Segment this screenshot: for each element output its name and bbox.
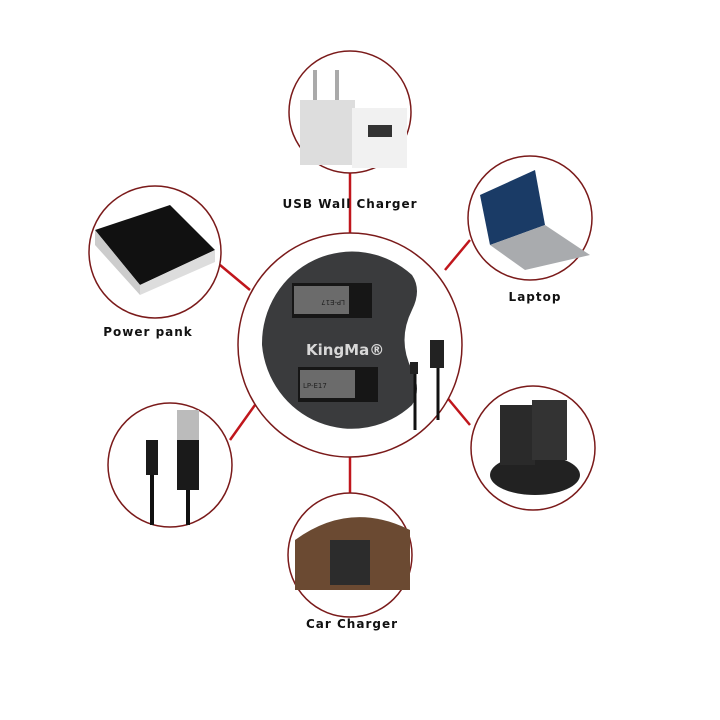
battery-charger-image: LP-E17 LP-E17 KingMa®	[261, 251, 444, 430]
connector-lines	[219, 172, 471, 493]
slot-label-top: LP-E17	[321, 298, 345, 306]
label-power-bank: Power pank	[103, 325, 193, 339]
wall-charger-image	[300, 70, 407, 168]
slot-label-bottom: LP-E17	[303, 382, 327, 390]
label-usb-wall-charger: USB Wall Charger	[282, 197, 418, 211]
usb-cable-circle	[107, 402, 233, 528]
car-interior-image	[295, 517, 410, 590]
dual-charger-image	[490, 400, 580, 495]
usb-cable-image	[146, 410, 199, 525]
laptop-image	[480, 170, 590, 270]
label-car-charger: Car Charger	[305, 617, 399, 631]
brand-logo-text: KingMa®	[306, 341, 384, 359]
label-laptop: Laptop	[508, 290, 562, 304]
power-bank-image	[95, 205, 215, 295]
